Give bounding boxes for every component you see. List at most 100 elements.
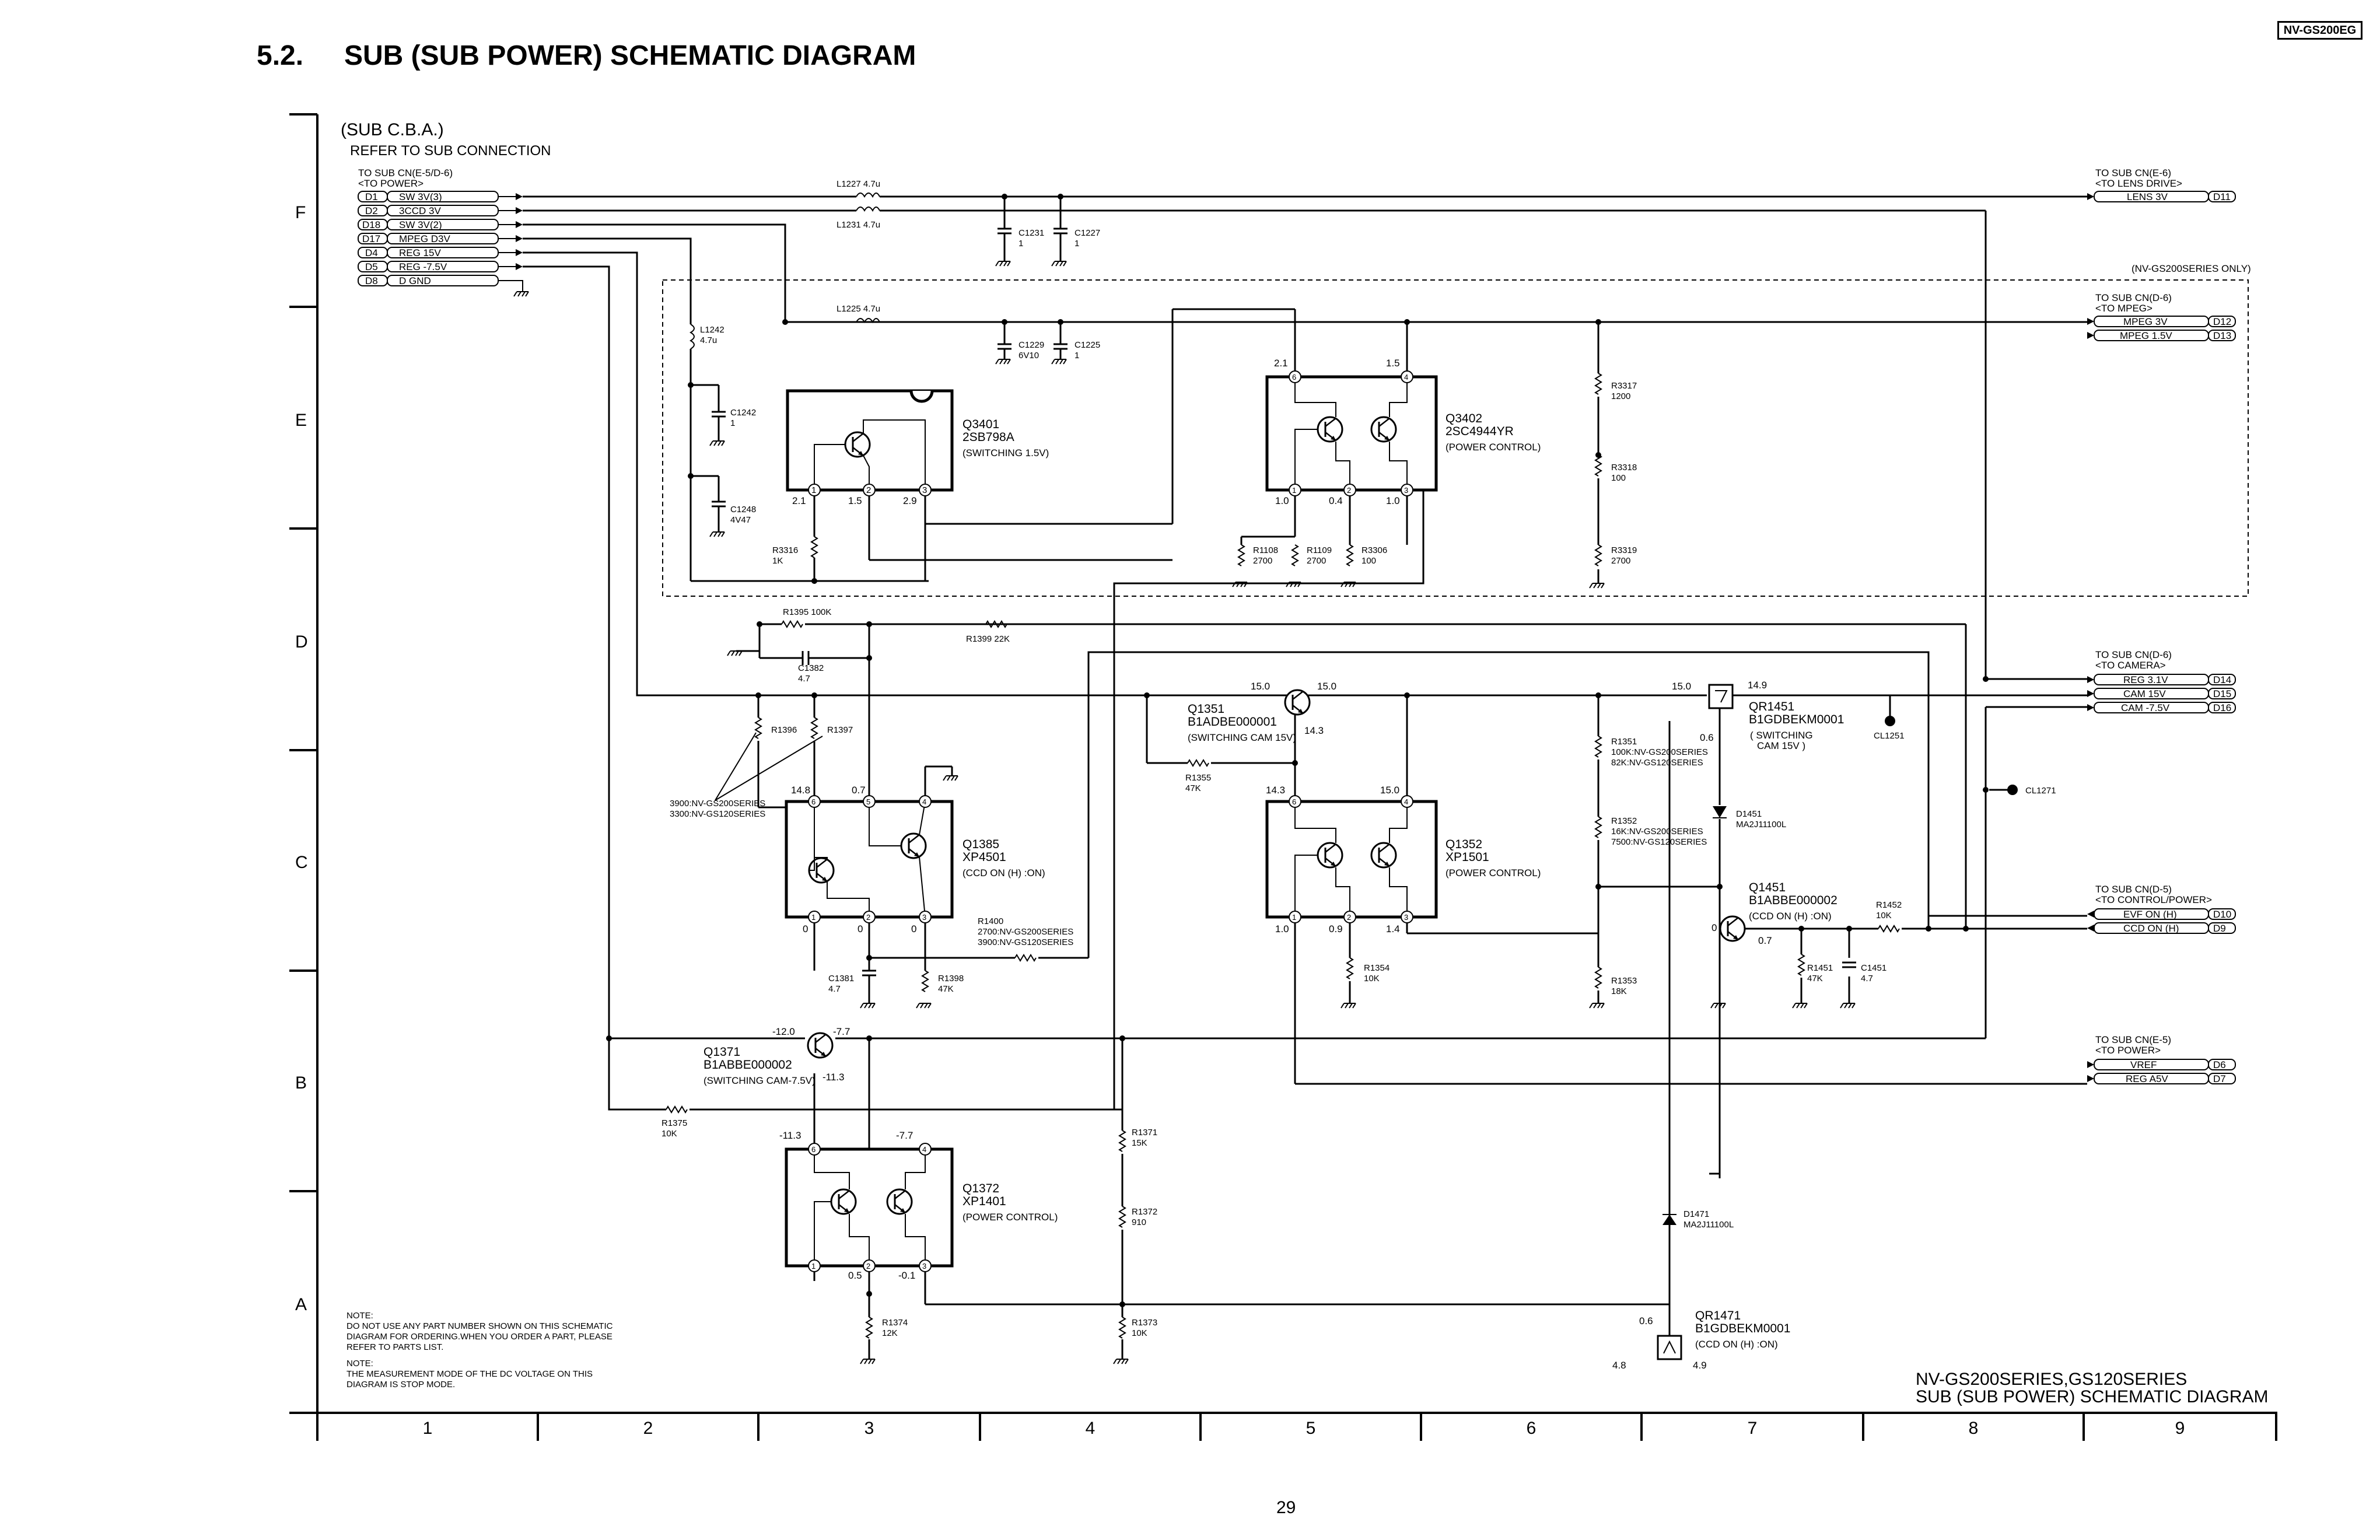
svg-text:2: 2 — [866, 485, 871, 495]
connector-header: TO SUB CN(E-5/D-6) — [358, 167, 453, 178]
voltage-label: 1.0 — [1275, 495, 1289, 506]
part-label: MA2J11100L — [1684, 1220, 1734, 1230]
ic-part: 2SB798A — [963, 430, 1014, 444]
pin-signal: SW 3V(3) — [399, 191, 442, 202]
transistor-desc: (SWITCHING CAM 15V) — [1188, 732, 1296, 743]
pin-signal: D GND — [399, 275, 431, 286]
column-labels: 1 2 3 4 5 6 7 8 9 — [423, 1419, 2185, 1438]
part-label: 1200 — [1611, 391, 1630, 401]
part-label: L1242 — [700, 325, 724, 335]
connector-power: TO SUB CN(E-5) <TO POWER> VREF D6 REG A5… — [2087, 1034, 2236, 1084]
svg-text:3: 3 — [1404, 486, 1408, 495]
ic-desc: (CCD ON (H) :ON) — [963, 867, 1045, 878]
part-label: R1372 — [1132, 1207, 1157, 1217]
transistor-desc: CAM 15V ) — [1757, 740, 1805, 751]
voltage-label: 14.3 — [1266, 785, 1285, 796]
svg-text:1: 1 — [811, 1262, 816, 1270]
connector-header: <TO CAMERA> — [2095, 660, 2166, 671]
svg-text:4: 4 — [1404, 373, 1408, 382]
voltage-label: 0.6 — [1639, 1315, 1653, 1326]
part-label: L1227 4.7u — [836, 179, 880, 189]
part-label: L1231 4.7u — [836, 220, 880, 230]
connector-header: <TO POWER> — [2095, 1045, 2161, 1056]
column-label: 3 — [864, 1419, 874, 1438]
part-label: C1451 — [1861, 963, 1887, 973]
part-label: 2700 — [1253, 556, 1272, 566]
pin-signal: MPEG 3V — [2123, 316, 2168, 327]
part-label: 4.7 — [828, 984, 841, 994]
part-label: 100 — [1362, 556, 1376, 566]
part-label: R1452 — [1876, 900, 1902, 910]
pin-signal: CAM 15V — [2123, 688, 2166, 699]
pin-id: D11 — [2213, 191, 2231, 202]
transistor-ref: Q1351 — [1188, 702, 1224, 716]
svg-text:3: 3 — [922, 1262, 926, 1270]
part-label: 10K — [1364, 974, 1380, 984]
pin-id: D4 — [365, 247, 378, 258]
part-label: 4.7 — [1861, 974, 1873, 984]
note-line: DIAGRAM FOR ORDERING.WHEN YOU ORDER A PA… — [346, 1332, 612, 1342]
part-label: R1399 22K — [966, 634, 1010, 644]
svg-text:1: 1 — [811, 485, 816, 495]
junctions — [606, 194, 2018, 1307]
transistor-desc: (SWITCHING CAM-7.5V) — [704, 1075, 816, 1086]
part-label: 3300:NV-GS120SERIES — [670, 809, 765, 819]
voltage-label: 0 — [1712, 922, 1717, 933]
voltage-label: 4.8 — [1612, 1360, 1626, 1371]
connector-header: TO SUB CN(E-6) — [2095, 167, 2171, 178]
pin-signal: REG 15V — [399, 247, 441, 258]
pin-id: D12 — [2213, 316, 2231, 327]
column-label: 5 — [1306, 1419, 1316, 1438]
part-label: 10K — [1876, 911, 1892, 921]
voltage-label: 2.9 — [903, 495, 917, 506]
column-label: 7 — [1748, 1419, 1758, 1438]
note-line: THE MEASUREMENT MODE OF THE DC VOLTAGE O… — [346, 1369, 593, 1379]
ic-desc: (POWER CONTROL) — [1446, 442, 1541, 453]
ic-part: XP4501 — [963, 850, 1006, 864]
part-label: C1242 — [730, 408, 756, 418]
connector-header: TO SUB CN(D-5) — [2095, 884, 2172, 895]
pin-id: D14 — [2213, 674, 2231, 685]
pin-id: D17 — [362, 233, 380, 244]
voltage-label: 15.0 — [1317, 681, 1336, 692]
part-label: R1397 — [827, 725, 853, 735]
svg-text:6: 6 — [811, 1145, 816, 1154]
pin-id: D16 — [2213, 702, 2231, 713]
voltage-label: -11.3 — [822, 1072, 845, 1083]
section-heading: 5.2.SUB (SUB POWER) SCHEMATIC DIAGRAM — [257, 40, 916, 72]
connector-left-power: TO SUB CN(E-5/D-6) <TO POWER> D1 SW 3V(3… — [358, 167, 529, 297]
pin-signal: REG 3.1V — [2123, 674, 2168, 685]
pin-id: D18 — [362, 219, 380, 230]
transistor-q1451 — [1719, 915, 1746, 942]
svg-text:4: 4 — [922, 1145, 926, 1154]
pin-signal: MPEG D3V — [399, 233, 451, 244]
inductors — [690, 192, 892, 349]
voltage-label: 0 — [858, 923, 863, 935]
voltage-label: 0.7 — [1758, 935, 1772, 946]
part-label: R1108 — [1253, 545, 1278, 555]
connector-control-power: TO SUB CN(D-5) <TO CONTROL/POWER> EVF ON… — [2087, 884, 2236, 934]
part-label: 4.7u — [700, 335, 717, 345]
part-label: 3900:NV-GS120SERIES — [978, 937, 1073, 947]
series-box-note: (NV-GS200SERIES ONLY) — [2132, 263, 2251, 274]
transistor-q1351 — [1284, 689, 1311, 716]
voltage-label: 0.7 — [852, 785, 866, 796]
gs200-only-box — [662, 279, 2249, 597]
connector-camera: TO SUB CN(D-6) <TO CAMERA> REG 3.1V D14 … — [2087, 649, 2236, 713]
pin-signal: 3CCD 3V — [399, 205, 441, 216]
svg-text:3: 3 — [922, 485, 927, 495]
ic-part: 2SC4944YR — [1446, 425, 1514, 438]
part-label: R3319 — [1611, 545, 1637, 555]
part-label: R3316 — [772, 545, 798, 555]
voltage-label: 1.5 — [1386, 358, 1400, 369]
voltage-label: 0.6 — [1700, 732, 1714, 743]
svg-text:6: 6 — [1292, 373, 1296, 382]
part-label: 12K — [882, 1328, 898, 1338]
pin-id: D10 — [2213, 909, 2231, 920]
model-badge: NV-GS200EG — [2277, 21, 2362, 40]
ic-ref: Q1352 — [1446, 838, 1482, 851]
part-labels: L1227 4.7u L1231 4.7u L1225 4.7u L1242 4… — [662, 179, 2056, 1338]
part-label: 3900:NV-GS200SERIES — [670, 799, 765, 808]
